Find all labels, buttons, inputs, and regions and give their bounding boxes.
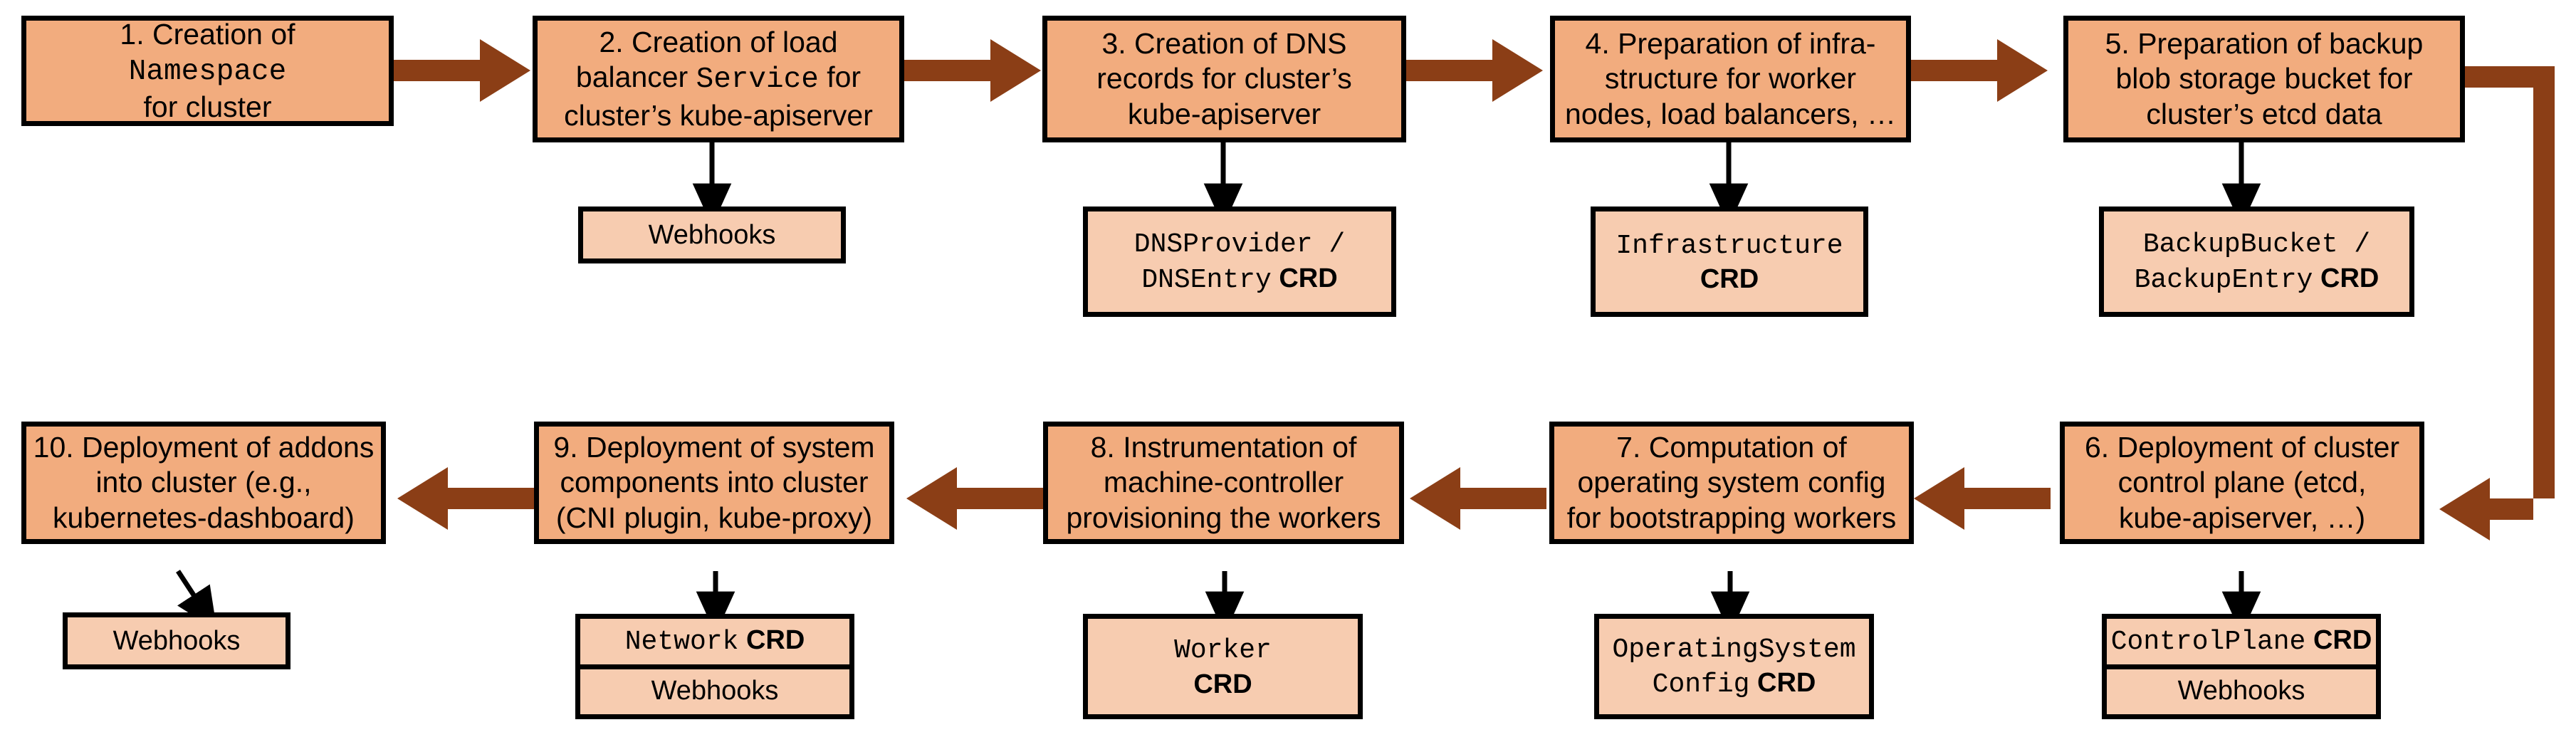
step-10-line-3: kubernetes-dashboard)	[53, 501, 355, 534]
artifact-dns-crd-line-2b: CRD	[1279, 263, 1338, 293]
step-2-line-3: cluster’s kube-apiserver	[564, 98, 873, 132]
step-10-line-1: 10. Deployment of addons	[33, 431, 375, 464]
step-box-8[interactable]: 8. Instrumentation of machine-controller…	[1043, 422, 1404, 544]
artifact-network-crd-kind: CRD	[745, 625, 805, 655]
step-9-line-2: components into cluster	[560, 466, 869, 499]
step-6-line-1: 6. Deployment of cluster	[2084, 431, 2400, 464]
arrow-8-to-9	[906, 467, 1043, 530]
step-5-line-3: cluster’s etcd data	[2146, 97, 2382, 130]
step-3-line-3: kube-apiserver	[1127, 97, 1321, 130]
step-box-1[interactable]: 1. Creation of Namespace for cluster	[21, 16, 394, 126]
arrow-9-to-10	[397, 467, 534, 530]
artifact-webhooks-step10[interactable]: Webhooks	[63, 612, 290, 669]
step-box-5[interactable]: 5. Preparation of backup blob storage bu…	[2063, 16, 2465, 142]
step-8-line-2: machine-controller	[1103, 466, 1344, 499]
step-5-line-1: 5. Preparation of backup	[2105, 27, 2424, 61]
step-7-line-2: operating system config	[1577, 466, 1886, 499]
arrow-1-to-2	[394, 39, 530, 102]
step-4-line-3: nodes, load balancers, …	[1565, 97, 1896, 130]
artifact-webhooks-step9[interactable]: Webhooks	[580, 664, 849, 714]
step-7-line-1: 7. Computation of	[1616, 431, 1847, 464]
artifact-webhooks-step2-label: Webhooks	[648, 219, 776, 250]
artifact-infrastructure-crd[interactable]: Infrastructure CRD	[1591, 207, 1868, 317]
artifact-webhooks-step9-label: Webhooks	[651, 676, 779, 706]
step-box-9[interactable]: 9. Deployment of system components into …	[534, 422, 894, 544]
step-9-line-1: 9. Deployment of system	[553, 431, 875, 464]
artifact-controlplane-crd-name: ControlPlane	[2110, 626, 2306, 657]
step-6-line-2: control plane (etcd,	[2117, 466, 2367, 499]
artifact-controlplane-crd-kind: CRD	[2313, 625, 2372, 655]
step-2-line-2c: for	[818, 61, 862, 94]
artifact-backup-crd[interactable]: BackupBucket / BackupEntry CRD	[2099, 207, 2414, 317]
artifact-backup-crd-line-2a: BackupEntry	[2134, 264, 2313, 296]
step-2-line-1: 2. Creation of load	[599, 26, 838, 59]
step-box-10[interactable]: 10. Deployment of addons into cluster (e…	[21, 422, 386, 544]
step-box-3[interactable]: 3. Creation of DNS records for cluster’s…	[1042, 16, 1406, 142]
step-2-line-2b: Service	[696, 63, 819, 97]
artifact-network-crd-name: Network	[624, 626, 739, 657]
artifact-webhooks-step6[interactable]: Webhooks	[2107, 664, 2376, 714]
step-4-line-2: structure for worker	[1604, 62, 1857, 95]
step-10-line-2: into cluster (e.g.,	[95, 466, 312, 499]
artifact-dns-crd-line-2a: DNSEntry	[1141, 264, 1272, 296]
step-box-2[interactable]: 2. Creation of load balancer Service for…	[533, 16, 904, 142]
artifact-dns-crd[interactable]: DNSProvider / DNSEntry CRD	[1083, 207, 1396, 317]
arrow-4-to-5	[1911, 39, 2048, 102]
line-10-to-webhooks	[176, 570, 217, 631]
step-3-line-2: records for cluster’s	[1096, 62, 1352, 95]
artifact-infrastructure-crd-line-2: CRD	[1700, 264, 1759, 294]
artifact-worker-crd-line-1: Worker	[1174, 635, 1272, 667]
artifact-webhooks-step6-label: Webhooks	[2177, 676, 2305, 706]
artifact-stack-step9[interactable]: Network CRD Webhooks	[575, 614, 854, 719]
step-6-line-3: kube-apiserver, …)	[2118, 501, 2366, 534]
step-7-line-3: for bootstrapping workers	[1566, 501, 1897, 534]
step-box-7[interactable]: 7. Computation of operating system confi…	[1549, 422, 1914, 544]
artifact-osc-crd[interactable]: OperatingSystem Config CRD	[1594, 614, 1874, 719]
step-5-line-2: blob storage bucket for	[2115, 62, 2413, 95]
step-1-line-1: 1. Creation of	[120, 17, 295, 51]
step-box-4[interactable]: 4. Preparation of infra- structure for w…	[1550, 16, 1911, 142]
artifact-dns-crd-line-1: DNSProvider /	[1133, 229, 1346, 261]
artifact-osc-crd-line-2b: CRD	[1757, 668, 1816, 698]
step-8-line-3: provisioning the workers	[1066, 501, 1381, 534]
artifact-network-crd[interactable]: Network CRD	[580, 619, 849, 664]
artifact-infrastructure-crd-line-1: Infrastructure	[1616, 230, 1843, 261]
artifact-worker-crd-line-2: CRD	[1193, 669, 1252, 699]
step-1-line-3: for cluster	[143, 90, 272, 124]
step-box-6[interactable]: 6. Deployment of cluster control plane (…	[2060, 422, 2424, 544]
step-1-line-2: Namespace	[128, 55, 287, 88]
arrow-3-to-4	[1406, 39, 1543, 102]
artifact-stack-step6[interactable]: ControlPlane CRD Webhooks	[2102, 614, 2381, 719]
arrow-6-to-7	[1914, 467, 2051, 530]
step-8-line-1: 8. Instrumentation of	[1090, 431, 1357, 464]
artifact-osc-crd-line-1: OperatingSystem	[1612, 634, 1856, 665]
artifact-webhooks-step10-label: Webhooks	[112, 625, 241, 656]
artifact-controlplane-crd[interactable]: ControlPlane CRD	[2107, 619, 2376, 664]
arrow-7-to-8	[1410, 467, 1546, 530]
artifact-webhooks-step2[interactable]: Webhooks	[578, 207, 846, 263]
arrow-2-to-3	[904, 39, 1041, 102]
step-9-line-3: (CNI plugin, kube-proxy)	[555, 501, 873, 534]
step-2-line-2a: balancer	[575, 61, 696, 94]
artifact-backup-crd-line-2b: CRD	[2320, 263, 2379, 293]
artifact-osc-crd-line-2a: Config	[1652, 669, 1750, 700]
step-3-line-1: 3. Creation of DNS	[1101, 27, 1347, 61]
artifact-worker-crd[interactable]: Worker CRD	[1083, 614, 1363, 719]
artifact-backup-crd-line-1: BackupBucket /	[2142, 229, 2371, 261]
step-4-line-1: 4. Preparation of infra-	[1585, 27, 1876, 61]
